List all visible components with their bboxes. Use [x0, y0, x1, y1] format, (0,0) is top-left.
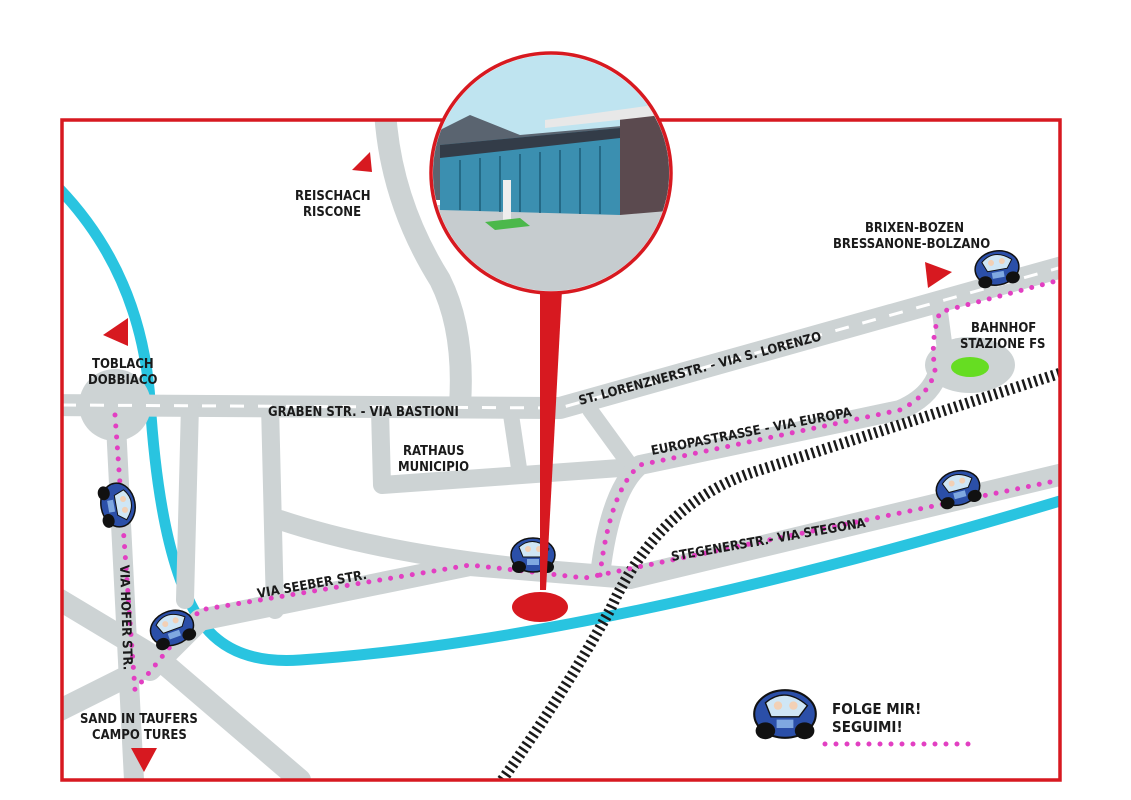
location-pin-icon — [512, 290, 568, 622]
direction-arrow-icon — [925, 262, 952, 288]
street-lorenzner: ST. LORENZNERSTR. - VIA S. LORENZO — [577, 329, 823, 408]
car-icon — [95, 479, 140, 531]
legend-car-icon — [753, 689, 817, 741]
destination-toblach: TOBLACH DOBBIACO — [88, 357, 158, 388]
landmark-bahnhof: BAHNHOF STAZIONE FS — [960, 321, 1045, 352]
direction-arrow-icon — [352, 152, 372, 172]
destination-brixen: BRIXEN-BOZEN BRESSANONE-BOLZANO — [833, 221, 990, 252]
street-graben: GRABEN STR. - VIA BASTIONI — [268, 405, 459, 420]
station-marker — [951, 357, 989, 377]
legend: FOLGE MIR! SEGUIMI! — [753, 689, 978, 747]
route-path — [112, 412, 1060, 697]
street-hofer: VIA HOFER STR. — [116, 565, 135, 671]
legend-label: FOLGE MIR! SEGUIMI! — [832, 700, 926, 736]
destination-sand: SAND IN TAUFERS CAMPO TURES — [80, 712, 202, 743]
building-illustration — [429, 51, 673, 295]
landmark-rathaus: RATHAUS MUNICIPIO — [398, 444, 469, 475]
railway — [495, 367, 1060, 780]
destination-reischach: REISCHACH RISCONE — [295, 189, 375, 220]
direction-arrow-icon — [131, 748, 157, 772]
river — [62, 183, 1060, 666]
street-stegener: STEGENERSTR.- VIA STEGONA — [670, 516, 867, 565]
direction-arrow-icon — [103, 318, 128, 346]
